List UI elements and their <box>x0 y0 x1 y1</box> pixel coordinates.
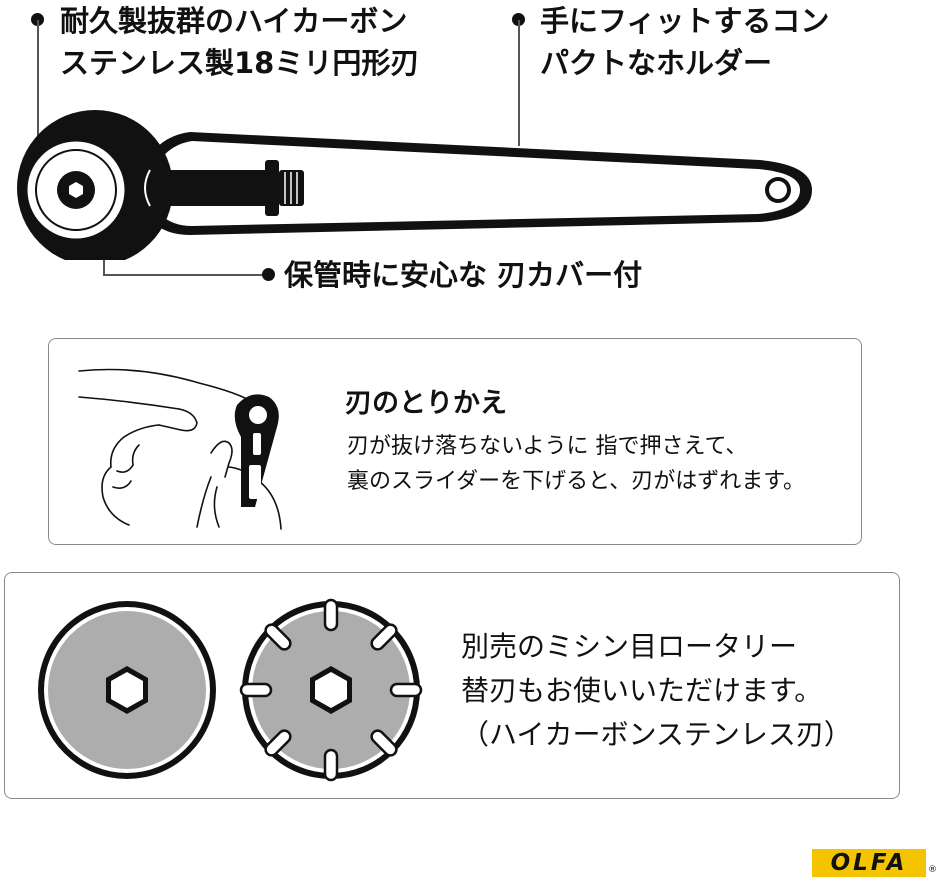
bullet-dot <box>31 13 44 26</box>
leader-line <box>37 20 39 148</box>
replace-blade-title: 刃のとりかえ <box>345 388 507 419</box>
callout-blade: 耐久製抜群のハイカーボン ステンレス製18ミリ円形刃 <box>60 0 419 84</box>
rotary-cutter-illustration <box>17 110 812 260</box>
replace-blade-text: 刃が抜け落ちないように 指で押さえて、 裏のスライダーを下げると、刃がはずれます… <box>347 429 805 499</box>
perforation-blade-illustration <box>239 598 423 782</box>
registered-mark: ® <box>928 865 937 875</box>
replace-blade-line-1: 刃が抜け落ちないように 指で押さえて、 <box>347 434 748 459</box>
callout-blade-line-2: ステンレス製18ミリ円形刃 <box>60 46 420 80</box>
callout-holder-line-1: 手にフィットするコン <box>540 4 830 38</box>
callout-holder-line-2: パクトなホルダー <box>540 46 773 80</box>
bullet-dot <box>512 13 525 26</box>
hand-illustration <box>78 368 282 530</box>
replace-blade-line-2: 裏のスライダーを下げると、刃がはずれます。 <box>347 469 806 494</box>
leader-line <box>103 274 265 276</box>
olfa-logo: OLFA <box>812 849 926 877</box>
bullet-dot <box>262 268 275 281</box>
replacement-blade-panel: 別売のミシン目ロータリー 替刃もお使いいただけます。 （ハイカーボンステンレス刃… <box>4 572 900 799</box>
replace-blade-panel: 刃のとりかえ 刃が抜け落ちないように 指で押さえて、 裏のスライダーを下げると、… <box>48 338 862 545</box>
olfa-logo-text: OLFA <box>830 850 908 876</box>
replacement-blade-line-2: 替刃もお使いいただけます。 <box>461 674 823 707</box>
leader-line <box>518 20 520 146</box>
replacement-blade-line-1: 別売のミシン目ロータリー <box>461 630 798 663</box>
replacement-blade-text: 別売のミシン目ロータリー 替刃もお使いいただけます。 （ハイカーボンステンレス刃… <box>461 625 852 757</box>
callout-holder: 手にフィットするコン パクトなホルダー <box>540 0 829 84</box>
replacement-blade-line-3: （ハイカーボンステンレス刃） <box>461 718 852 751</box>
round-blade-illustration <box>38 601 216 779</box>
callout-blade-line-1: 耐久製抜群のハイカーボン <box>60 4 408 38</box>
callout-cover: 保管時に安心な 刃カバー付 <box>284 258 643 292</box>
product-diagram: 耐久製抜群のハイカーボン ステンレス製18ミリ円形刃 手にフィットするコン パク… <box>0 0 943 320</box>
